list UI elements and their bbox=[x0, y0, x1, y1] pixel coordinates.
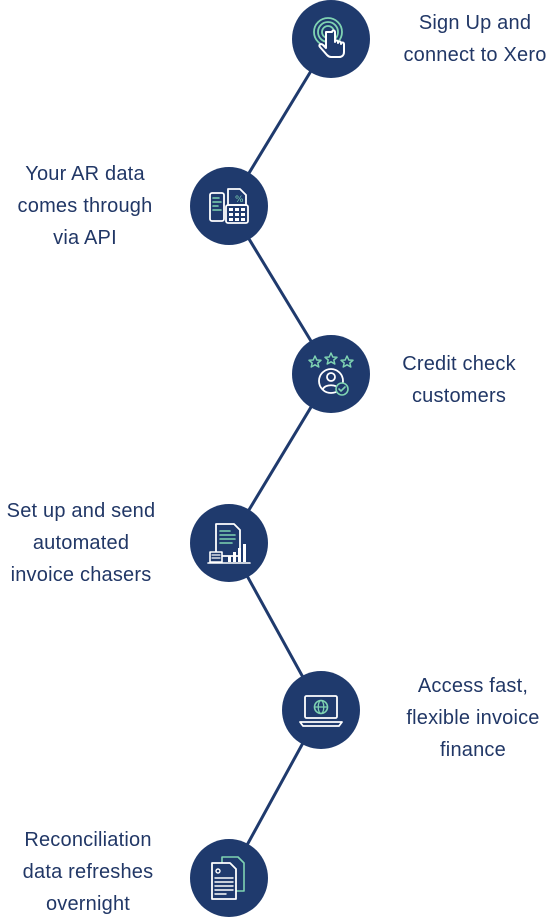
step-4-label: Set up and send automated invoice chaser… bbox=[0, 495, 162, 591]
calculator-receipt-icon: % bbox=[209, 188, 249, 224]
step-4-line-3: invoice chasers bbox=[10, 564, 152, 586]
step-3-line-1: Credit check bbox=[402, 353, 516, 375]
reconciliation-document-icon bbox=[211, 856, 245, 900]
laptop-globe-icon bbox=[299, 695, 343, 727]
rated-customer-icon bbox=[308, 352, 354, 396]
step-2-line-1: Your AR data bbox=[25, 163, 145, 185]
step-4-line-1: Set up and send bbox=[6, 500, 156, 522]
step-1-label: Sign Up and connect to Xero bbox=[385, 7, 555, 71]
invoice-chart-icon bbox=[207, 523, 251, 564]
step-5-node bbox=[282, 671, 360, 749]
step-6-line-3: overnight bbox=[45, 893, 131, 915]
step-6-line-1: Reconciliation bbox=[24, 829, 152, 851]
step-4-line-2: automated bbox=[32, 532, 130, 554]
step-5-label: Access fast, flexible invoice finance bbox=[393, 670, 553, 766]
step-2-label: Your AR data comes through via API bbox=[0, 158, 170, 254]
step-6-node bbox=[190, 839, 268, 917]
touch-finger-icon bbox=[313, 17, 345, 58]
step-5-line-2: flexible invoice bbox=[406, 707, 540, 729]
step-2-line-2: comes through bbox=[17, 195, 153, 217]
step-5-line-3: finance bbox=[440, 739, 506, 761]
step-4-node bbox=[190, 504, 268, 582]
step-2-node: % bbox=[190, 167, 268, 245]
step-2-line-3: via API bbox=[53, 227, 117, 249]
step-3-line-2: customers bbox=[411, 385, 507, 407]
step-6-line-2: data refreshes bbox=[22, 861, 154, 883]
step-1-line-1: Sign Up and bbox=[418, 12, 532, 34]
svg-text:%: % bbox=[235, 195, 244, 205]
step-1-line-2: connect to Xero bbox=[403, 44, 547, 66]
step-3-node bbox=[292, 335, 370, 413]
step-6-label: Reconciliation data refreshes overnight bbox=[5, 824, 171, 920]
step-5-line-1: Access fast, bbox=[417, 675, 529, 697]
step-1-node bbox=[292, 0, 370, 78]
step-3-label: Credit check customers bbox=[384, 348, 534, 412]
